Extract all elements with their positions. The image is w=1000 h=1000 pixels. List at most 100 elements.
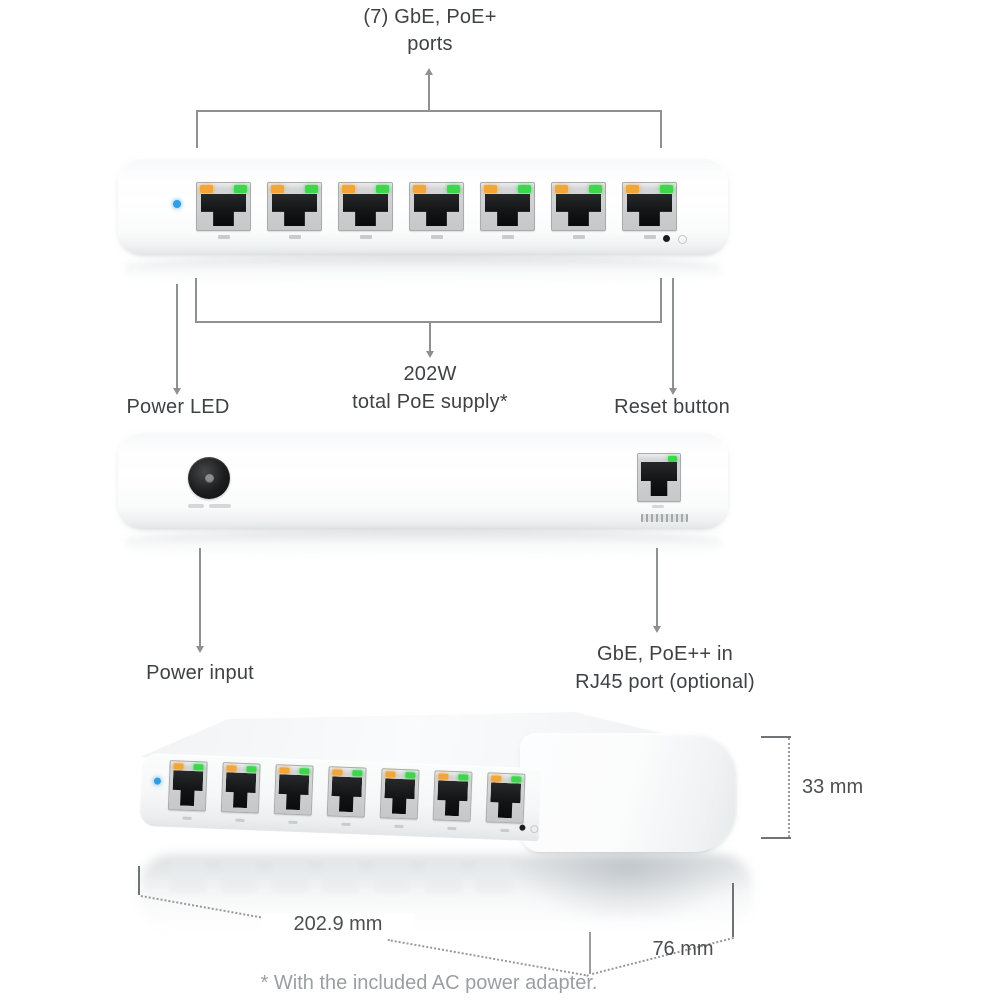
rj45-port-unit (326, 766, 367, 827)
port-number-mark (288, 235, 301, 239)
rj45-port (338, 182, 393, 231)
dc-power-jack-icon (188, 457, 230, 499)
power-led-label: Power LED (126, 396, 230, 418)
rj45-port (485, 772, 526, 824)
poe-in-rj45-port (637, 453, 681, 502)
right-end-cap (520, 733, 737, 852)
ports-bracket-bottom (195, 321, 662, 323)
power-led-callout-line (176, 284, 178, 388)
perspective-ports-row (167, 760, 526, 833)
reset-glyph-icon (530, 824, 539, 834)
height-tick-bottom (761, 837, 791, 839)
led-green (668, 456, 677, 462)
poe-in-label: GbE, PoE++ in RJ45 port (optional) (540, 640, 790, 696)
rj45-cavity (272, 194, 317, 226)
perspective-reflection-ports (170, 861, 512, 893)
rj45-port (326, 766, 367, 818)
reset-callout-arrow (669, 388, 677, 395)
port-number-mark (499, 828, 509, 833)
reset-callout-line (672, 278, 674, 388)
rj45-port-unit (267, 182, 322, 239)
led-orange (385, 771, 396, 778)
led-orange (491, 775, 502, 782)
port-number-mark (340, 822, 350, 827)
rj45-port-unit (409, 182, 464, 239)
back-view-reflection (125, 530, 721, 558)
led-green (660, 185, 673, 193)
ports-bracket-top-left (196, 110, 198, 148)
led-orange (484, 185, 497, 193)
led-orange (555, 185, 568, 193)
length-dimension-label: 202.9 mm (262, 913, 414, 935)
rj45-cavity (485, 194, 530, 226)
port-number-mark (181, 816, 192, 820)
led-orange (438, 773, 449, 780)
port-number-mark (446, 826, 456, 831)
ports-callout-line1: (7) GbE, PoE+ (363, 6, 497, 28)
ports-callout-arrow (425, 68, 433, 75)
rj45-port-unit (379, 768, 420, 829)
rj45-port-unit (432, 770, 473, 831)
ports-bracket-top-right (660, 110, 662, 148)
power-input-callout-arrow (196, 646, 204, 653)
front-face (139, 753, 542, 842)
switch-front-view (118, 157, 728, 254)
led-orange (173, 763, 184, 770)
led-green (193, 763, 204, 771)
input-rating-mark (209, 504, 231, 508)
led-orange (279, 767, 290, 774)
ports-callout-line (428, 75, 430, 110)
led-orange (271, 185, 284, 193)
rj45-port-unit (622, 182, 677, 239)
port-number-mark (572, 235, 585, 239)
poe-supply-callout-arrow (426, 351, 434, 358)
poe-in-callout-arrow (653, 626, 661, 633)
switch-back-view (118, 431, 728, 528)
port-number-mark (430, 235, 443, 239)
poe-in-label-line1: GbE, PoE++ in (596, 643, 734, 665)
rj45-port-unit (220, 762, 261, 822)
rj45-port (432, 770, 473, 822)
led-green (447, 185, 460, 193)
led-green (246, 766, 257, 773)
port-number-mark (393, 824, 403, 829)
ports-bracket-top (196, 110, 662, 112)
rj45-cavity (172, 770, 203, 806)
front-view-reflection (125, 256, 721, 284)
port-number-mark (643, 235, 656, 239)
led-green (458, 774, 469, 781)
height-dimension-label: 33 mm (802, 776, 864, 798)
power-led-icon (173, 200, 181, 208)
rj45-port-unit (196, 182, 251, 239)
dc-jack-pin (205, 474, 214, 483)
footnote: * With the included AC power adapter. (260, 972, 598, 994)
reset-button-icon (663, 235, 670, 242)
rj45-port (273, 764, 314, 816)
power-input-label: Power input (146, 662, 254, 684)
rj45-port-unit (551, 182, 606, 239)
led-orange (200, 185, 213, 193)
rj45-cavity (225, 772, 256, 808)
rj45-port (409, 182, 464, 231)
port-number-mark (234, 818, 245, 822)
rj45-cavity (201, 194, 246, 226)
port-number-mark (287, 820, 298, 824)
led-green (518, 185, 531, 193)
switch-perspective-view (130, 705, 790, 955)
ports-callout-line2: ports (407, 33, 453, 55)
led-green (405, 772, 416, 779)
ports-bracket-bottom-right (660, 278, 662, 322)
led-green (299, 768, 310, 775)
reset-button-icon (519, 824, 526, 831)
rj45-cavity (384, 778, 415, 814)
led-green (234, 185, 247, 193)
rj45-cavity (490, 782, 521, 818)
poe-supply-callout-line (429, 321, 431, 352)
rj45-port (220, 762, 261, 814)
power-input-callout-line (199, 548, 201, 646)
rj45-port-unit (273, 764, 314, 824)
rj45-port (551, 182, 606, 231)
rj45-port-unit (485, 772, 526, 833)
perspective-reflection-cap (522, 853, 734, 919)
ports-bracket-bottom-left (195, 278, 197, 322)
